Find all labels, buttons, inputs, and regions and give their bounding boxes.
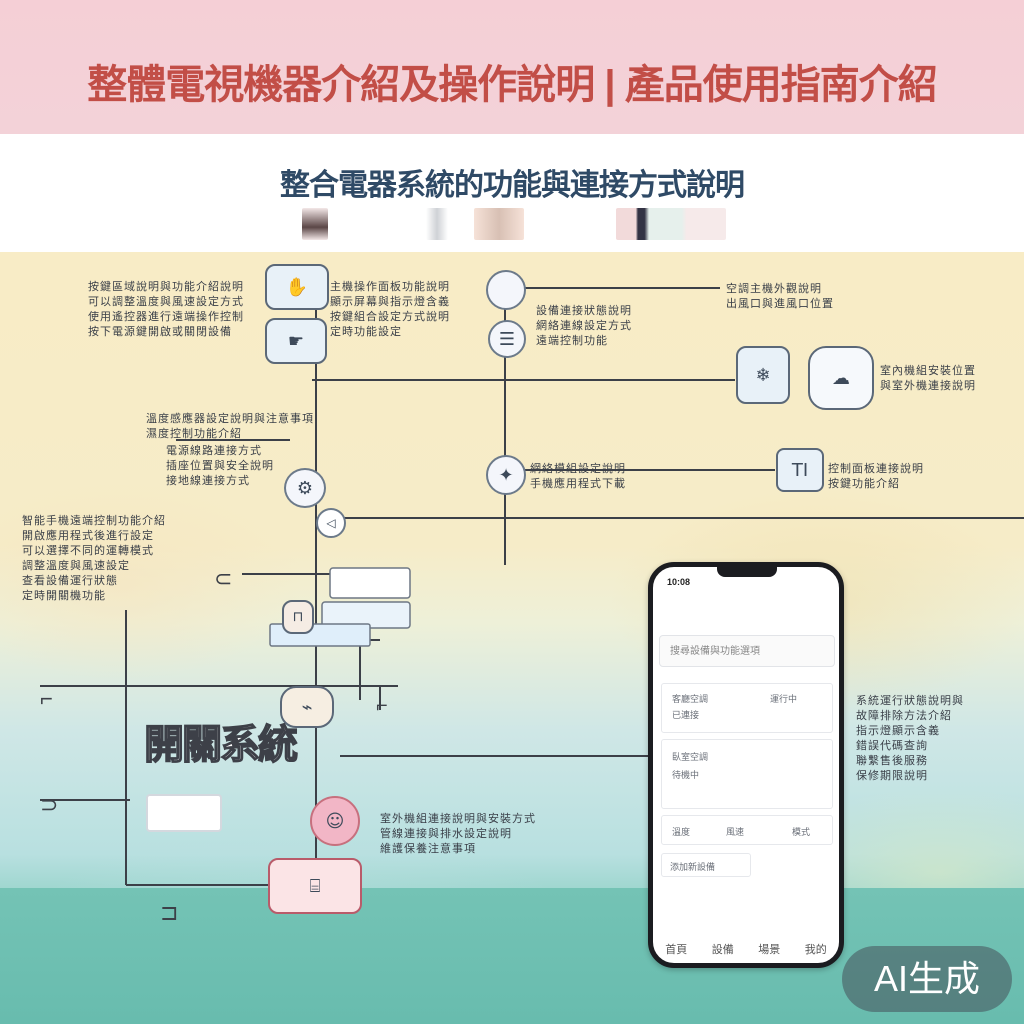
note-network: 網絡模組設定說明 手機應用程式下載 bbox=[530, 463, 626, 490]
page-subtitle: 整合電器系統的功能與連接方式說明 bbox=[280, 169, 745, 202]
outdoor-unit-icon: ⌸ bbox=[268, 858, 362, 914]
input-card bbox=[146, 794, 222, 832]
indoor-unit-icon: ☁ bbox=[808, 346, 874, 410]
device-card-2[interactable]: 臥室空調 待機中 bbox=[661, 739, 833, 809]
svg-text:⌐: ⌐ bbox=[376, 695, 388, 717]
device-card-1-name: 客廳空調 bbox=[672, 694, 709, 704]
aircon-unit-icon: ❄ bbox=[736, 346, 790, 404]
svg-text:⊃: ⊃ bbox=[40, 792, 58, 817]
phone-search-input[interactable]: 搜尋設備與功能選項 bbox=[659, 635, 835, 667]
note-aircon: 空調主機外觀說明 出風口與進風口位置 bbox=[726, 283, 834, 310]
note-control: 控制面板連接說明 按鍵功能介紹 bbox=[828, 463, 924, 490]
phone-status-time: 10:08 bbox=[667, 577, 691, 587]
svg-text:⊂: ⊂ bbox=[214, 566, 232, 591]
device-card-1-status: 已連接 bbox=[672, 710, 700, 720]
note-panel: 主機操作面板功能說明 顯示屏幕與指示燈含義 按鍵組合設定方式說明 定時功能設定 bbox=[330, 281, 450, 338]
control-temperature[interactable]: 溫度 bbox=[672, 827, 691, 837]
add-device-label: 添加新設備 bbox=[670, 862, 716, 872]
thumbnail-1 bbox=[302, 208, 328, 240]
add-device-button[interactable]: 添加新設備 bbox=[661, 853, 751, 877]
smartphone-mockup: 10:08 搜尋設備與功能選項 客廳空調 已連接 運行中 臥室空調 待機中 溫度… bbox=[648, 562, 844, 968]
wifi-module-icon: ✦ bbox=[486, 455, 526, 495]
control-fan-speed[interactable]: 風速 bbox=[726, 827, 745, 837]
nav-devices[interactable]: 設備 bbox=[711, 943, 734, 956]
nav-scenes[interactable]: 場景 bbox=[758, 943, 781, 956]
remote-control-icon: ✋ bbox=[265, 264, 329, 310]
note-connection: 設備連接狀態說明 網絡連線設定方式 遠端控制功能 bbox=[536, 305, 632, 347]
device-card-2-status: 待機中 bbox=[672, 770, 700, 780]
note-power: 電源線路連接方式 插座位置與安全說明 接地線連接方式 bbox=[166, 445, 274, 487]
menu-list-icon: ☰ bbox=[488, 320, 526, 358]
hand-gesture-icon: ☛ bbox=[265, 318, 327, 364]
plug-icon: ⚙ bbox=[284, 468, 326, 508]
device-card-2-name: 臥室空調 bbox=[672, 752, 709, 762]
svg-text:⊐: ⊐ bbox=[160, 900, 178, 925]
note-smartphone: 智能手機遠端控制功能介紹 開啟應用程式後進行設定 可以選擇不同的運轉模式 調整溫… bbox=[22, 515, 166, 602]
device-card-1-state: 運行中 bbox=[770, 694, 798, 704]
svg-text:⌐: ⌐ bbox=[40, 686, 53, 711]
note-indoor: 室內機組安裝位置 與室外機連接說明 bbox=[880, 365, 976, 392]
cable-icon: ⊓ bbox=[282, 600, 314, 634]
outlet-icon: ◁ bbox=[316, 508, 346, 538]
phone-bottom-nav: 首頁 設備 場景 我的 bbox=[653, 941, 839, 957]
note-side: 系統運行狀態說明與 故障排除方法介紹 指示燈顯示含義 錯誤代碼查詢 聯繫售後服務… bbox=[856, 695, 964, 782]
system-switch-label: 開關系統 bbox=[143, 722, 299, 768]
thumbnail-4 bbox=[616, 208, 726, 240]
nav-profile[interactable]: 我的 bbox=[804, 943, 827, 956]
panel-icon: TI bbox=[776, 448, 824, 492]
note-buttons: 按鍵區域說明與功能介紹說明 可以調整溫度與風速設定方式 使用遙控器進行遠端操作控… bbox=[88, 281, 244, 338]
switch-icon: ⌁ bbox=[280, 686, 334, 728]
sensor-icon bbox=[486, 270, 526, 310]
device-card-1[interactable]: 客廳空調 已連接 運行中 bbox=[661, 683, 833, 733]
control-mode[interactable]: 模式 bbox=[792, 827, 811, 837]
note-sensor: 溫度感應器設定說明與注意事項 濕度控制功能介紹 bbox=[146, 413, 314, 440]
thumbnail-3 bbox=[474, 208, 524, 240]
nav-home[interactable]: 首頁 bbox=[665, 943, 688, 956]
note-outdoor: 室外機組連接說明與安裝方式 管線連接與排水設定說明 維護保養注意事項 bbox=[380, 813, 536, 855]
ai-generated-badge: AI生成 bbox=[842, 946, 1012, 1012]
device-card-3[interactable]: 溫度 風速 模式 bbox=[661, 815, 833, 845]
header-banner bbox=[0, 0, 1024, 134]
phone-notch bbox=[717, 567, 777, 577]
avatar-icon: ☺ bbox=[310, 796, 360, 846]
page-title: 整體電視機器介紹及操作說明 | 產品使用指南介紹 bbox=[87, 63, 937, 107]
thumbnail-2 bbox=[426, 208, 448, 240]
